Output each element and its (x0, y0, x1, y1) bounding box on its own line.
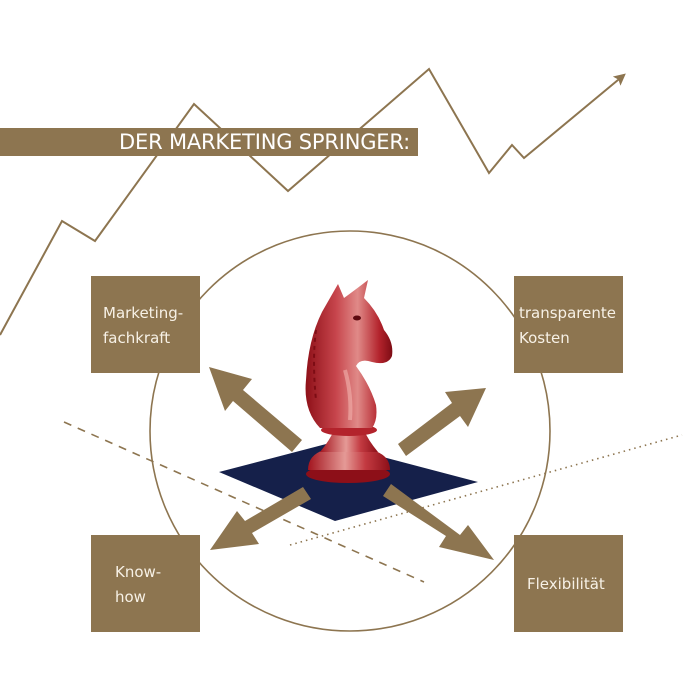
box-label-line: Kosten (519, 329, 570, 347)
box-label-line: fachkraft (103, 329, 171, 347)
arrow-upper-left (209, 367, 302, 452)
box-label-line: Know- (115, 563, 162, 581)
arrow-lower-right (383, 484, 494, 560)
box-label-line: how (115, 588, 146, 606)
box-know-how: Know- how (91, 535, 200, 632)
box-label-line: Marketing- (103, 304, 184, 322)
dashed-line (63, 421, 425, 583)
outer-circle (149, 230, 551, 632)
page-title: DER MARKETING SPRINGER: (0, 128, 418, 156)
arrow-lower-left (210, 487, 311, 550)
box-flexibilitaet: Flexibilität (514, 535, 623, 632)
box-transparente-kosten: transparente Kosten (514, 276, 623, 373)
arrow-upper-right (398, 388, 486, 456)
box-label-line: Flexibilität (527, 575, 605, 593)
box-label-line: transparente (519, 304, 616, 322)
box-marketing-fachkraft: Marketing- fachkraft (91, 276, 200, 373)
dotted-line (289, 434, 683, 546)
knight-chess-piece (305, 280, 393, 483)
